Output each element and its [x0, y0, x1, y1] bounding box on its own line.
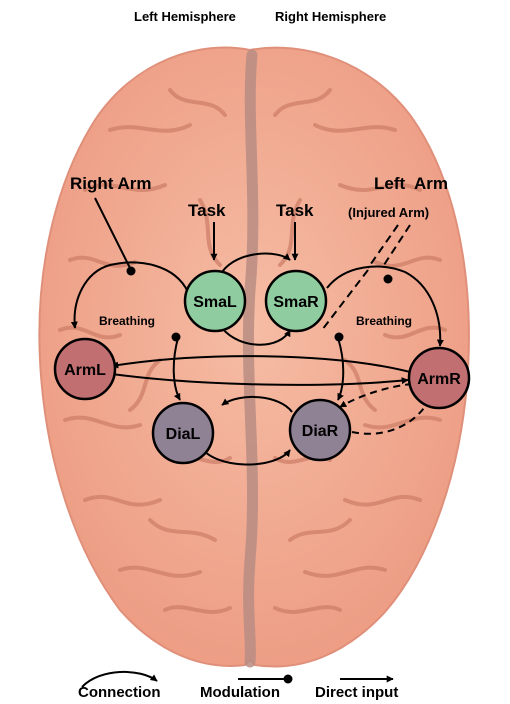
- breathing-right-label: Breathing: [356, 314, 412, 328]
- left-arm-input-dashed-2: [381, 224, 411, 269]
- node-armr: [407, 346, 471, 410]
- smar-to-armr-connection: [326, 265, 444, 347]
- node-diar-label: DiaR: [302, 423, 339, 440]
- node-smal: [183, 269, 247, 333]
- diar-to-dial-connection: [221, 395, 293, 413]
- left-arm-input-dashed-1: [367, 224, 399, 269]
- node-smar: [264, 269, 328, 333]
- legend-direct-input-label: Direct input: [315, 684, 398, 701]
- armr-to-arml-connection: [111, 355, 411, 373]
- modulation-dot-left-arm: [383, 274, 393, 284]
- right-hemisphere-label: Right Hemisphere: [275, 9, 386, 24]
- legend-connection-label: Connection: [78, 684, 161, 701]
- injured-arm-label: (Injured Arm): [348, 205, 429, 220]
- arml-to-armr-connection: [111, 373, 409, 386]
- smal-to-arml-connection: [70, 261, 189, 329]
- task-left-label: Task: [188, 201, 226, 220]
- node-smar-label: SmaR: [273, 294, 319, 311]
- modulation-dot-breathing-right: [334, 332, 344, 342]
- node-arml-label: ArmL: [64, 362, 106, 379]
- legend-connection-symbol: [81, 671, 158, 688]
- node-smal-label: SmaL: [193, 294, 237, 311]
- task-right-label: Task: [276, 201, 314, 220]
- armr-to-diar-dashed: [339, 383, 413, 408]
- legend: Connection Modulation Direct input: [78, 671, 398, 701]
- smal-to-smar-connection: [221, 252, 291, 273]
- smar-to-smal-connection: [221, 327, 291, 346]
- left-hemisphere-label: Left Hemisphere: [134, 9, 236, 24]
- smar-to-diar-connection: [337, 337, 345, 401]
- modulation-dot-breathing-left: [171, 332, 181, 342]
- nodes: [53, 269, 471, 465]
- legend-modulation-dot: [283, 674, 293, 684]
- node-diar: [288, 398, 352, 462]
- right-arm-input-line: [94, 197, 132, 271]
- modulation-dots: [126, 266, 393, 342]
- node-arml: [53, 337, 117, 401]
- smal-to-dial-connection: [172, 337, 181, 401]
- breathing-left-label: Breathing: [99, 314, 155, 328]
- node-labels: SmaL SmaR ArmL ArmR DiaL DiaR: [64, 294, 461, 443]
- legend-modulation-label: Modulation: [200, 684, 280, 701]
- node-dial-label: DiaL: [166, 426, 201, 443]
- right-arm-input-label: Right Arm: [70, 174, 152, 193]
- left-arm-input-label: Left Arm: [374, 174, 448, 193]
- node-dial: [151, 401, 215, 465]
- node-armr-label: ArmR: [417, 371, 461, 388]
- modulation-dot-right-arm: [126, 266, 136, 276]
